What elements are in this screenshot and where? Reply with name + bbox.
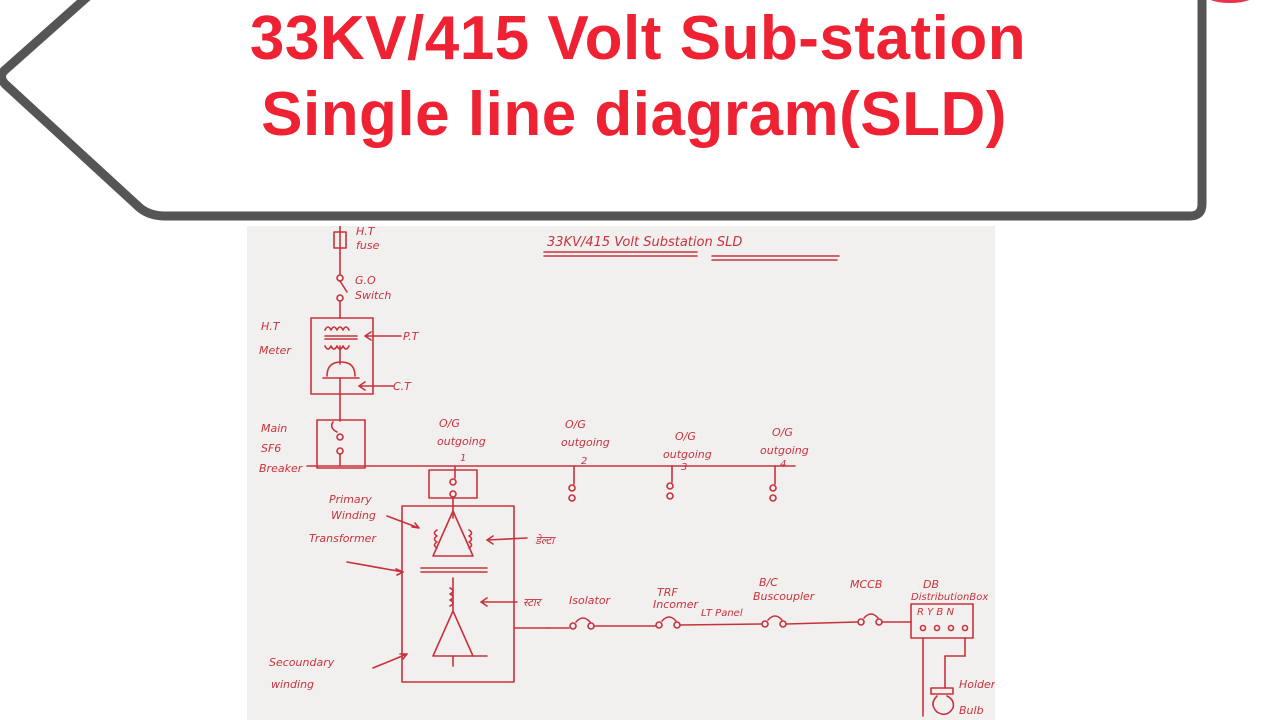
secondary-label-1: Secoundary (269, 656, 335, 669)
transformer-enclosure (401, 505, 515, 683)
delta-winding-symbol (432, 510, 474, 557)
mccb-label: MCCB (850, 578, 882, 591)
ct-arrow (358, 381, 394, 391)
og3-switch (666, 482, 674, 490)
title-banner: 33KV/415 Volt Sub-station Single line di… (0, 0, 1280, 230)
transformer-arrow (346, 561, 404, 576)
og1-breaker-box (428, 469, 478, 499)
star-note: स्टार (523, 596, 543, 609)
sketch-heading: 33KV/415 Volt Substation SLD (547, 235, 742, 250)
go-switch-label-2: Switch (355, 289, 391, 302)
primary-label-1: Primary (329, 493, 372, 506)
sf6-breaker-icon (336, 433, 344, 441)
trf-label-1: TRF (657, 586, 678, 599)
trf-label-3: LT Panel (701, 608, 743, 619)
heading-underline (543, 251, 840, 261)
og2-switch (568, 484, 576, 492)
ht-fuse-label-2: fuse (356, 239, 380, 252)
trf-label-2: Incomer (653, 598, 699, 611)
og4-code: O/G (772, 426, 793, 439)
transformer-label: Transformer (309, 532, 377, 545)
og2-number: 2 (581, 456, 587, 467)
ct-symbol (322, 361, 360, 379)
og3-number: 3 (681, 462, 687, 473)
banner-callout-shape (0, 0, 1250, 221)
pt-label: P.T (403, 330, 420, 343)
sld-sketch: 33KV/415 Volt Substation SLD H.T fuse G.… (247, 226, 995, 720)
secondary-arrow (372, 653, 408, 669)
corner-badge (1210, 0, 1250, 3)
holder-icon (930, 687, 954, 695)
holder-label: Holder (959, 678, 995, 691)
bus-coupler-switch (761, 620, 769, 628)
primary-label-2: Winding (331, 509, 376, 522)
og1-code: O/G (439, 417, 460, 430)
og2-code: O/G (565, 418, 586, 431)
bulb-label: Bulb (959, 704, 984, 717)
breaker-label-2: SF6 (261, 442, 281, 455)
og2-label: outgoing (561, 436, 610, 449)
mccb-switch (857, 618, 865, 626)
pt-arrow (364, 331, 402, 341)
trf-incomer-switch (655, 621, 663, 629)
ht-meter-label-2: Meter (259, 344, 292, 357)
go-switch-icon (336, 274, 344, 282)
go-switch-label-1: G.O (355, 274, 376, 287)
ht-meter-label-1: H.T (261, 320, 281, 333)
og4-switch (769, 484, 777, 492)
primary-arrow (386, 515, 420, 529)
og3-label: outgoing (663, 448, 712, 461)
secondary-label-2: winding (271, 678, 314, 691)
isolator-switch (569, 622, 577, 630)
isolator-label: Isolator (569, 594, 612, 607)
og4-label: outgoing (760, 444, 809, 457)
db-phases: R Y B N (917, 607, 954, 618)
bc-label-1: B/C (759, 576, 778, 589)
ct-label: C.T (393, 380, 412, 393)
breaker-label-1: Main (261, 422, 287, 435)
distribution-box (910, 603, 974, 639)
og1-number: 1 (460, 453, 466, 464)
pt-symbol (324, 326, 358, 350)
db-label-2: DistributionBox (911, 592, 988, 603)
og4-number: 4 (780, 459, 786, 470)
ht-meter-box (310, 317, 374, 395)
bulb-icon (932, 695, 955, 716)
og3-code: O/G (675, 430, 696, 443)
ht-fuse-label-1: H.T (356, 226, 376, 238)
sf6-breaker-box (316, 419, 366, 469)
breaker-label-3: Breaker (259, 462, 304, 475)
og1-label: outgoing (437, 435, 486, 448)
title-line-1: 33KV/415 Volt Sub-station (249, 4, 1027, 73)
title-line-2: Single line diagram(SLD) (261, 80, 1007, 149)
delta-note: डेल्टा (535, 534, 556, 547)
db-label-1: DB (923, 578, 939, 591)
bc-label-2: Buscoupler (753, 590, 816, 603)
